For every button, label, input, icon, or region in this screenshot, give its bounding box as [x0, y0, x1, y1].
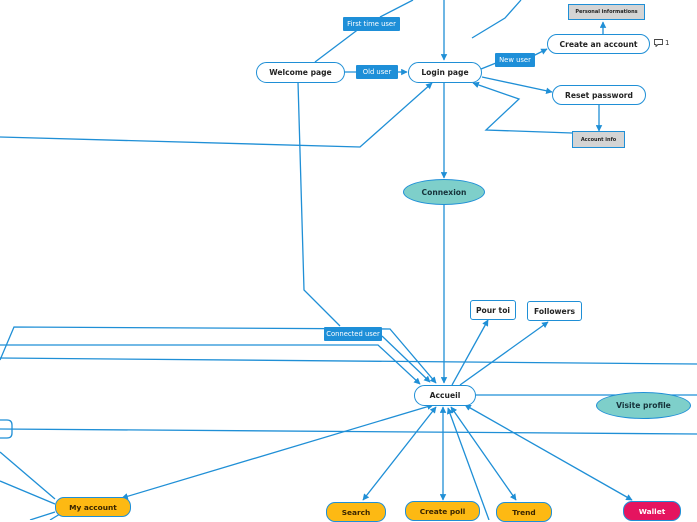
node-wallet[interactable]: Wallet — [623, 501, 681, 521]
line-accueil-followers — [459, 321, 549, 386]
comment-icon — [654, 39, 663, 47]
line-firsttime-top — [379, 0, 414, 18]
node-login-page[interactable]: Login page — [408, 62, 482, 83]
line-login-reset — [481, 76, 553, 94]
node-new-user[interactable]: New user — [495, 53, 535, 67]
line-connected-accueil — [381, 335, 431, 383]
line-newuser-createaccount — [532, 48, 548, 57]
node-connected-user[interactable]: Connected user — [324, 327, 382, 341]
line-accueil-pourtoi — [451, 319, 489, 386]
line-topright — [471, 0, 522, 39]
line-myaccount-left1 — [0, 451, 56, 500]
line-left-login — [0, 82, 433, 148]
node-reset-password[interactable]: Reset password — [552, 85, 646, 105]
node-search[interactable]: Search — [326, 502, 386, 522]
node-welcome-page[interactable]: Welcome page — [256, 62, 345, 83]
line-left3 — [0, 357, 697, 365]
line-left1-accueil — [0, 326, 437, 384]
node-followers[interactable]: Followers — [527, 301, 582, 321]
node-pour-toi[interactable]: Pour toi — [470, 300, 516, 320]
line-left2-accueil — [0, 344, 421, 385]
node-create-poll[interactable]: Create poll — [405, 501, 480, 521]
node-create-account[interactable]: Create an account — [547, 34, 650, 54]
line-myaccount-left3 — [29, 511, 56, 520]
line-accueil-search — [362, 406, 437, 501]
node-old-user[interactable]: Old user — [356, 65, 398, 79]
node-trend[interactable]: Trend — [496, 502, 552, 522]
node-personal-informations[interactable]: Personal informations — [568, 4, 645, 20]
node-visite-profile[interactable]: Visite profile — [596, 392, 691, 419]
node-account-info[interactable]: Account info — [572, 131, 625, 148]
line-accountinfo-login — [472, 81, 573, 134]
line-accueil-myaccount — [121, 403, 434, 500]
line-welcome-connected — [297, 81, 341, 327]
node-accueil[interactable]: Accueil — [414, 385, 476, 406]
node-connexion[interactable]: Connexion — [403, 179, 485, 205]
line-left-box — [0, 419, 13, 439]
node-first-time-user[interactable]: First time user — [343, 17, 400, 31]
line-accueil-trend — [450, 406, 517, 501]
line-myaccount-left2 — [0, 480, 56, 505]
line-login-newuser — [480, 62, 497, 70]
node-my-account[interactable]: My account — [55, 497, 131, 517]
comment-indicator[interactable]: 1 — [654, 39, 669, 47]
line-accueil-wallet — [464, 404, 633, 501]
comment-count: 1 — [665, 39, 670, 47]
